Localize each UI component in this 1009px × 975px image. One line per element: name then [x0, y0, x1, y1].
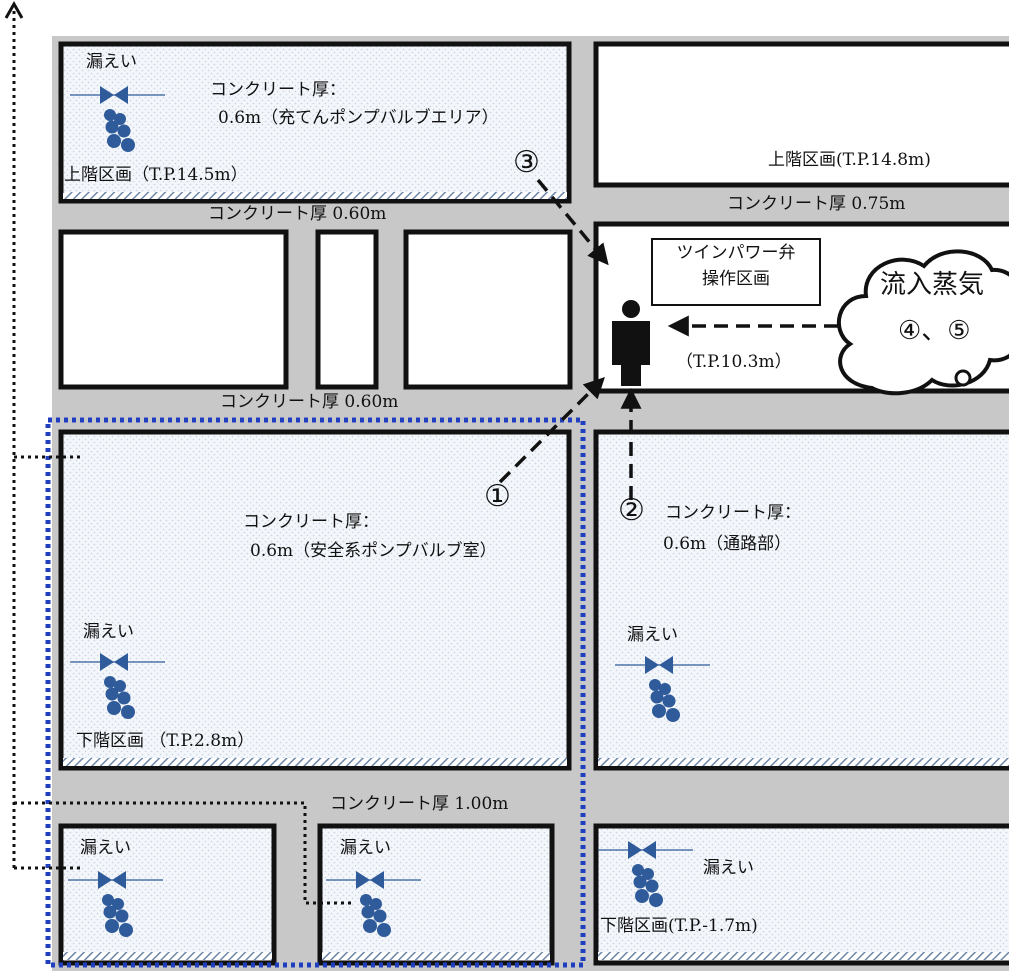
leak-label: 漏えい: [80, 838, 131, 858]
room-name-label: 0.6m（充てんポンプバルブエリア）: [218, 108, 499, 128]
operator-person-icon: [612, 300, 650, 386]
ref-number-3: ③: [513, 145, 540, 180]
zone-level-label: 上階区画(T.P.14.8m): [768, 150, 931, 170]
boundary-dotted-blue: [45, 417, 586, 968]
ref-number-1: ①: [484, 479, 511, 514]
wall-thickness-label: コンクリート厚 1.00m: [330, 794, 509, 814]
room-upper-left: [58, 41, 572, 204]
leak-label: 漏えい: [340, 838, 391, 858]
drain-arrowhead: [4, 0, 24, 19]
leak-label: 漏えい: [703, 858, 754, 878]
zone-level-label: 下階区画(T.P.-1.7m): [600, 916, 758, 936]
room-lower-right: [593, 823, 1009, 966]
room-name-label: 0.6m（安全系ポンプバルブ室）: [250, 541, 497, 561]
room-name-label: 0.6m（通路部）: [663, 534, 792, 554]
zone-level-label: 上階区画（T.P.14.5m）: [64, 165, 248, 185]
room-mid-3: [403, 229, 573, 390]
room-mid-2: [315, 229, 379, 390]
twin-valve-line2: 操作区画: [702, 269, 770, 289]
zone-level-label: 下階区画 （T.P.2.8m）: [76, 731, 255, 751]
steam-ref-label: ④、⑤: [898, 316, 971, 346]
leak-label: 漏えい: [86, 52, 137, 72]
steam-label: 流入蒸気: [880, 270, 985, 300]
thickness-label: コンクリート厚：: [243, 512, 379, 532]
dashed-arrows: [498, 178, 838, 500]
twin-valve-area-label: ツインパワー弁 操作区画: [651, 238, 821, 306]
twin-valve-line1: ツインパワー弁: [676, 243, 796, 263]
drain-path-dotted: [12, 10, 355, 905]
room-lower-left-1: [58, 823, 277, 966]
leak-label: 漏えい: [83, 622, 134, 642]
room-upper-right: [593, 41, 1009, 188]
wall-thickness-label: コンクリート厚 0.60m: [220, 392, 399, 412]
room-lower-left-2: [317, 823, 555, 966]
thickness-label: コンクリート厚：: [665, 503, 801, 523]
room-mid-1: [58, 229, 289, 390]
leak-label: 漏えい: [627, 625, 678, 645]
operator-level-label: （T.P.10.3m）: [676, 352, 792, 372]
wall-thickness-label: コンクリート厚 0.60m: [208, 204, 387, 224]
steam-cloud: [836, 249, 1009, 396]
room-safety-pump-valve: [58, 429, 572, 771]
wall-thickness-label: コンクリート厚 0.75m: [727, 194, 906, 214]
room-corridor: [593, 429, 1009, 771]
thickness-label: コンクリート厚：: [210, 80, 346, 100]
ref-number-2: ②: [618, 493, 645, 528]
